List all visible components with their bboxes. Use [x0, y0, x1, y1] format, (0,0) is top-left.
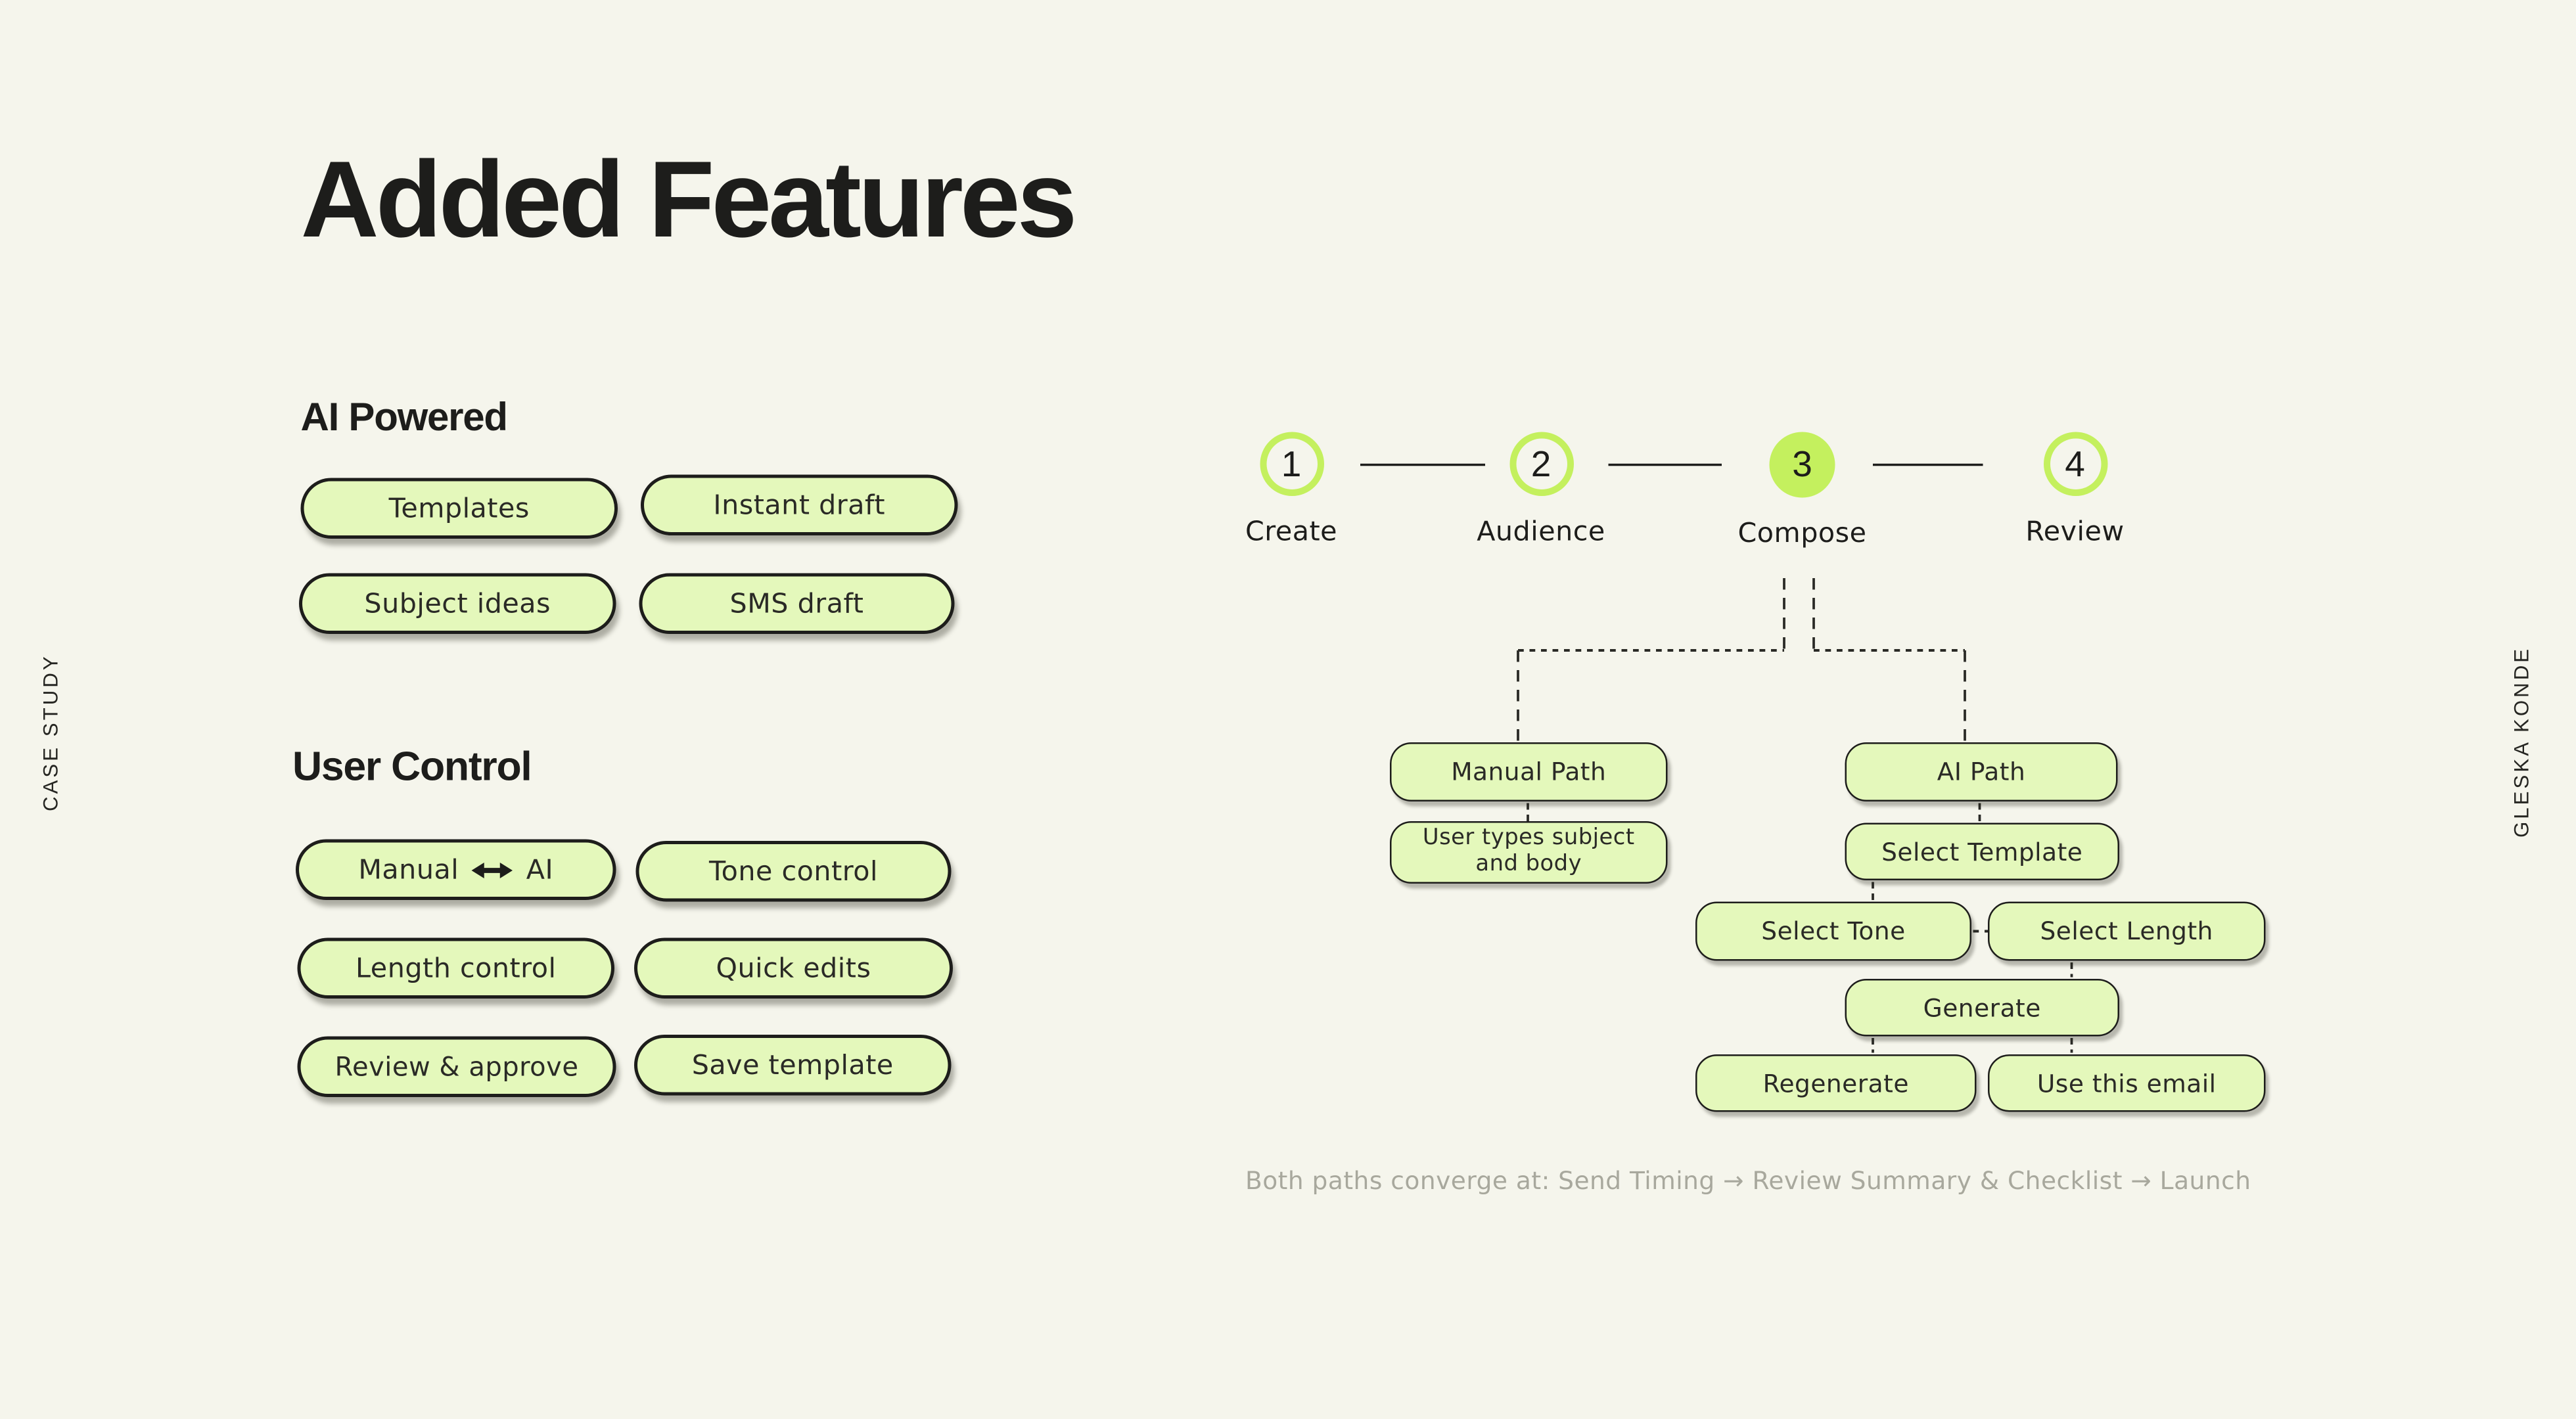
flow-box-regenerate: Regenerate [1695, 1054, 1977, 1112]
flow-box-select-template: Select Template [1845, 822, 2119, 880]
ai-label: AI [526, 854, 554, 886]
feature-pill-tone-control: Tone control [635, 841, 952, 902]
flow-box-manual-path: Manual Path [1390, 742, 1668, 801]
stepper-step-audience: 2 Audience [1442, 432, 1640, 547]
side-label-case-study: CASE STUDY [39, 654, 62, 811]
feature-pill-manual-ai-toggle: Manual AI [296, 839, 616, 900]
flow-box-select-length: Select Length [1988, 901, 2266, 961]
stepper-step-review: 4 Review [1977, 432, 2174, 547]
step-circle-4: 4 [2042, 432, 2107, 496]
stepper-step-compose-active: 3 Compose [1704, 432, 1901, 549]
feature-pill-instant-draft: Instant draft [641, 474, 958, 535]
step-label-compose: Compose [1737, 517, 1867, 549]
section-heading-user-control: User Control [292, 744, 532, 790]
flow-box-use-this-email: Use this email [1988, 1054, 2266, 1112]
section-heading-ai-powered: AI Powered [300, 395, 509, 441]
side-label-author: GLESKA KONDE [2510, 646, 2533, 838]
feature-pill-save-template: Save template [634, 1035, 952, 1096]
flow-box-ai-path: AI Path [1845, 742, 2118, 801]
feature-pill-templates: Templates [300, 478, 618, 539]
step-label-review: Review [2025, 516, 2125, 547]
feature-pill-sms-draft: SMS draft [639, 573, 955, 634]
feature-pill-review-approve: Review & approve [297, 1036, 616, 1097]
step-circle-2: 2 [1509, 432, 1573, 496]
step-circle-1: 1 [1259, 432, 1323, 496]
flow-box-generate: Generate [1845, 979, 2119, 1037]
page-title: Added Features [300, 138, 1078, 259]
flow-box-user-types: User types subject and body [1390, 821, 1668, 884]
feature-pill-subject-ideas: Subject ideas [299, 573, 616, 634]
stepper-step-create: 1 Create [1193, 432, 1390, 547]
converge-caption: Both paths converge at: Send Timing → Re… [1245, 1166, 2251, 1196]
flow-box-select-tone: Select Tone [1695, 901, 1971, 961]
step-label-create: Create [1245, 516, 1338, 547]
step-circle-3: 3 [1769, 432, 1835, 498]
left-right-arrow-icon [472, 860, 513, 880]
step-label-audience: Audience [1477, 516, 1605, 547]
feature-pill-length-control: Length control [297, 937, 614, 999]
feature-pill-quick-edits: Quick edits [634, 937, 953, 999]
manual-label: Manual [358, 854, 459, 886]
